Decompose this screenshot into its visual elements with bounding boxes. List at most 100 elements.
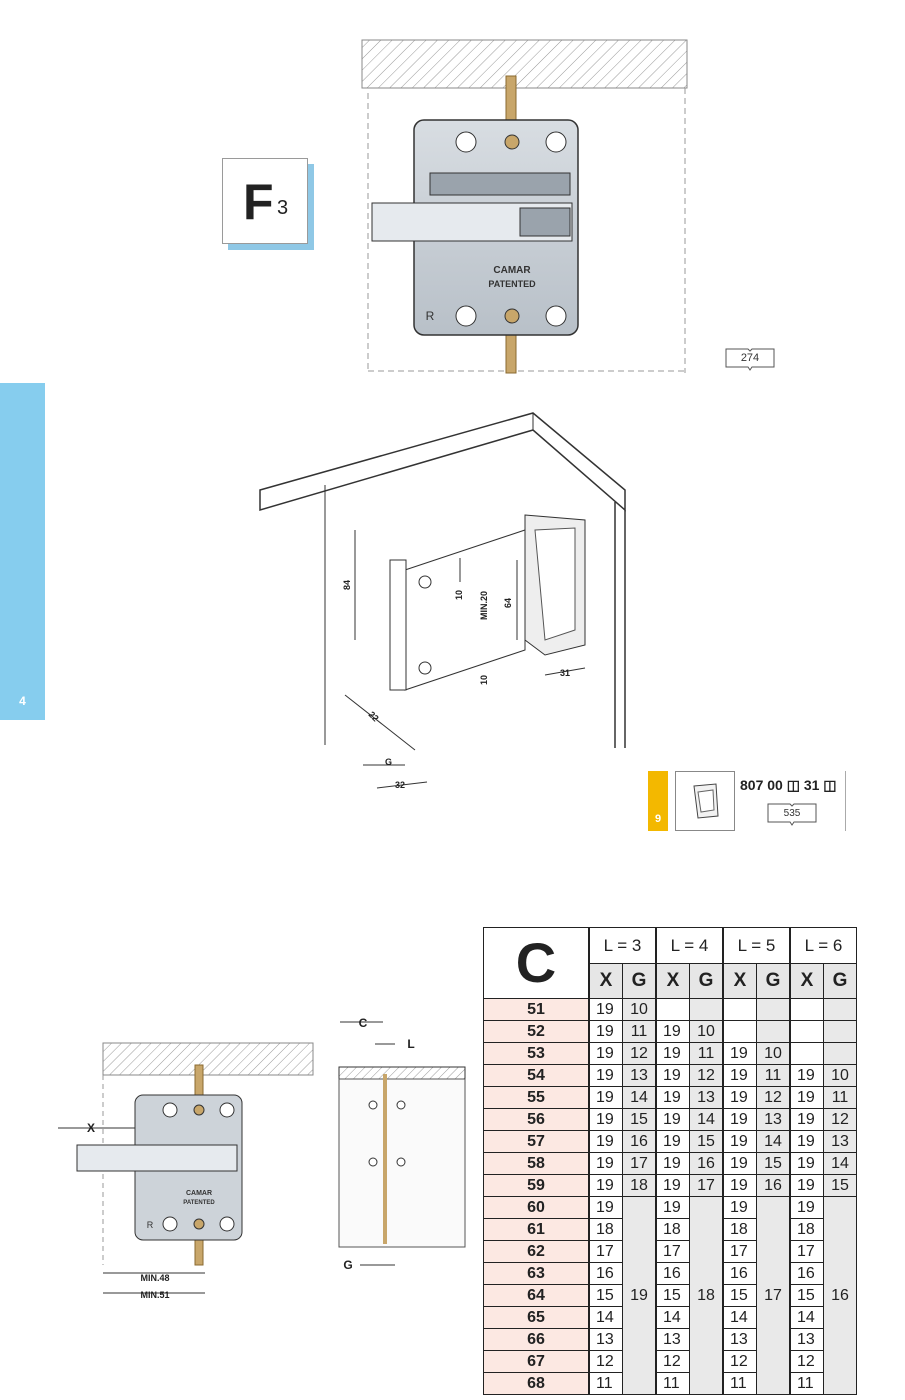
cell-g [823,1042,857,1065]
cell-g: 14 [622,1086,657,1109]
cell-x: 19 [655,1196,690,1219]
cell-g: 17 [689,1174,724,1197]
dim-64: 64 [503,598,513,608]
cell-x: 12 [655,1350,690,1373]
cell-x: 11 [722,1372,757,1395]
cell-g: 18 [622,1174,657,1197]
cell-x: 19 [655,1152,690,1175]
catalog-page-top: 274 [741,352,759,364]
cell-g: 10 [622,998,657,1021]
cell-x: 12 [789,1350,824,1373]
header-g: G [756,962,791,999]
small-lock-patent: PATENTED [183,1200,215,1206]
cell-g-merged: 19 [622,1196,657,1395]
header-g: G [689,962,724,999]
cell-x: 18 [789,1218,824,1241]
cell-x: 19 [588,1152,623,1175]
cell-g: 14 [689,1108,724,1131]
cell-x: 19 [722,1086,757,1109]
cell-g: 10 [689,1020,724,1043]
row-c-value: 59 [483,1174,590,1197]
door-section-drawing: C L G [338,1016,466,1272]
header-g: G [622,962,657,999]
cell-g: 15 [622,1108,657,1131]
row-c-value: 65 [483,1306,590,1329]
cell-x: 13 [655,1328,690,1351]
lock-brand: CAMAR [493,265,531,276]
cell-x: 14 [789,1306,824,1329]
small-dim-min51: MIN.51 [140,1290,169,1300]
cell-g: 11 [756,1064,791,1087]
cell-x: 14 [588,1306,623,1329]
header-l4: L = 4 [655,927,724,964]
row-c-value: 52 [483,1020,590,1043]
cell-x: 19 [588,1086,623,1109]
cell-x: 13 [588,1328,623,1351]
cabinet-dimension-drawing: 84 10 MIN.20 64 10 22 G 32 31 [259,412,626,790]
cell-x: 19 [722,1196,757,1219]
cell-x: 15 [722,1284,757,1307]
table-corner-c: C [483,927,590,999]
cell-x: 13 [722,1328,757,1351]
cell-x: 19 [722,1174,757,1197]
catalog-book-icon-accessory[interactable]: 535 [764,800,820,830]
cell-g: 16 [756,1174,791,1197]
cell-x: 19 [655,1130,690,1153]
header-x: X [655,962,690,999]
table-xg-row: X G X G X G X G [484,962,857,999]
cell-x: 19 [789,1174,824,1197]
section-dim-g: G [343,1258,352,1272]
handle-product-icon[interactable] [675,771,735,831]
cell-x [789,1020,824,1043]
cell-x: 11 [588,1372,623,1395]
row-c-value: 67 [483,1350,590,1373]
row-c-value: 56 [483,1108,590,1131]
row-c-value: 63 [483,1262,590,1285]
cell-x [722,998,757,1021]
cell-x: 19 [588,1130,623,1153]
accessory-code: 807 00 ◫ 31 ◫ [740,777,837,793]
row-c-value: 61 [483,1218,590,1241]
section-tab-number: 4 [19,694,26,708]
dim-84: 84 [342,580,352,590]
dim-G: G [385,757,392,767]
header-x: X [789,962,824,999]
row-c-value: 62 [483,1240,590,1263]
section-tab[interactable]: 4 [0,383,45,720]
product-code-badge: F 3 [222,158,308,244]
cell-x: 19 [655,1042,690,1065]
small-lock-side-mark: R [147,1220,154,1230]
row-c-value: 58 [483,1152,590,1175]
cell-x: 16 [588,1262,623,1285]
cell-x: 19 [655,1174,690,1197]
cell-g: 14 [823,1152,857,1175]
cell-g: 12 [823,1108,857,1131]
lock-patent: PATENTED [488,279,536,289]
header-x: X [722,962,757,999]
cell-x: 19 [789,1064,824,1087]
small-dim-x: X [87,1121,95,1135]
header-l5: L = 5 [722,927,791,964]
cell-g: 14 [756,1130,791,1153]
cell-x: 19 [722,1042,757,1065]
dim-31: 31 [560,668,570,678]
cell-x: 11 [655,1372,690,1395]
cell-x: 19 [789,1196,824,1219]
dim-10a: 10 [454,590,464,600]
catalog-book-icon-top[interactable]: 274 [722,345,778,375]
cell-x: 17 [789,1240,824,1263]
header-l3: L = 3 [588,927,657,964]
cell-x [789,998,824,1021]
section-dim-l: L [407,1037,414,1051]
row-c-value: 60 [483,1196,590,1219]
cell-x: 15 [789,1284,824,1307]
cell-x: 14 [655,1306,690,1329]
